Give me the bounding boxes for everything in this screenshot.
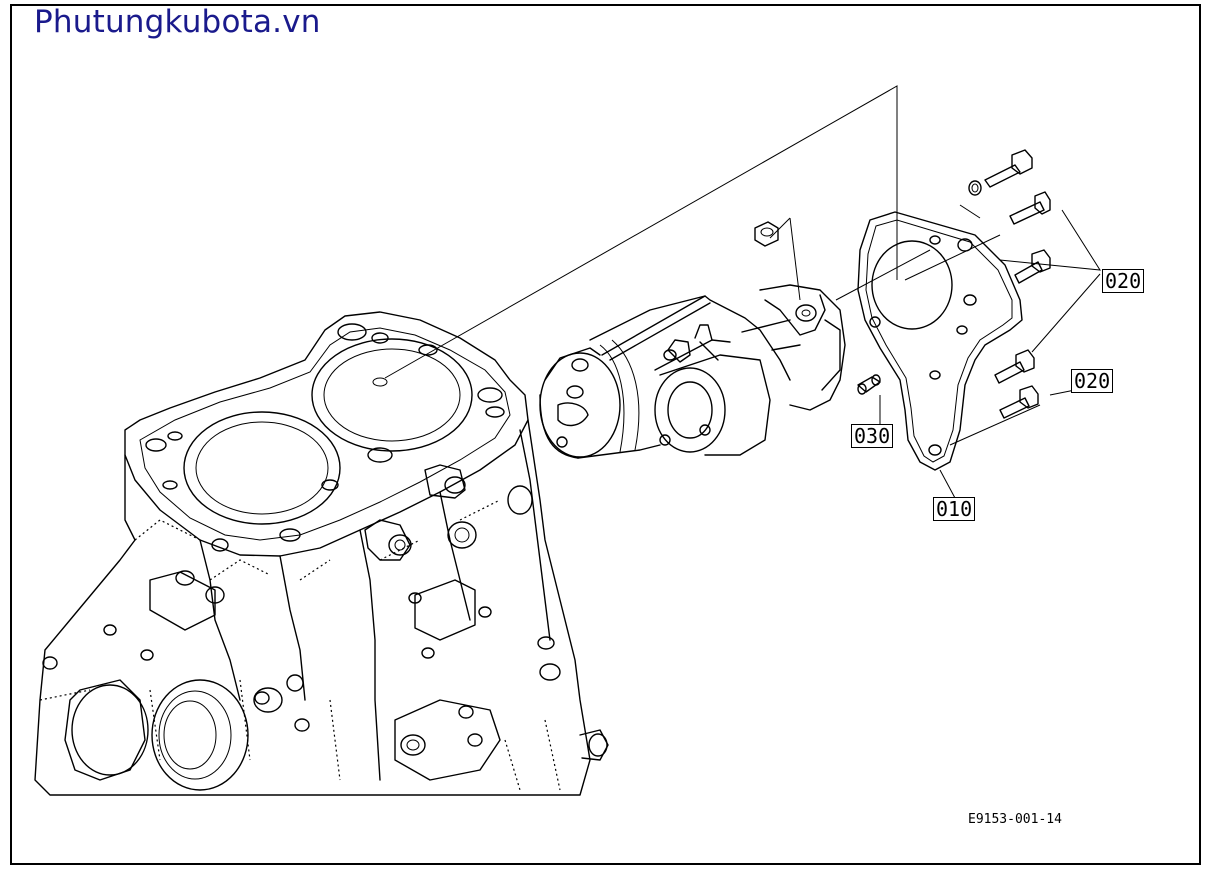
callout-020-b[interactable]: 020 (1071, 369, 1114, 393)
bolt-020-a (1009, 191, 1051, 225)
drawing-code: E9153-001-14 (968, 812, 1062, 827)
callout-030[interactable]: 030 (851, 424, 894, 448)
bolt-020-b (1014, 249, 1051, 284)
bolt-020-d (999, 385, 1039, 419)
starter-motor (539, 284, 846, 459)
assembly-leader-lines (384, 85, 1101, 499)
callout-010[interactable]: 010 (933, 497, 976, 521)
starter-bracket (857, 211, 1023, 471)
dowel-pin (857, 374, 881, 395)
diagram-frame (10, 4, 1201, 865)
starter-nut (754, 221, 779, 247)
bolt-020-c (994, 349, 1035, 384)
bolt-top (968, 149, 1033, 196)
callout-020-a[interactable]: 020 (1102, 269, 1145, 293)
site-watermark: Phutungkubota.vn (34, 4, 321, 40)
engine-block (34, 311, 609, 796)
